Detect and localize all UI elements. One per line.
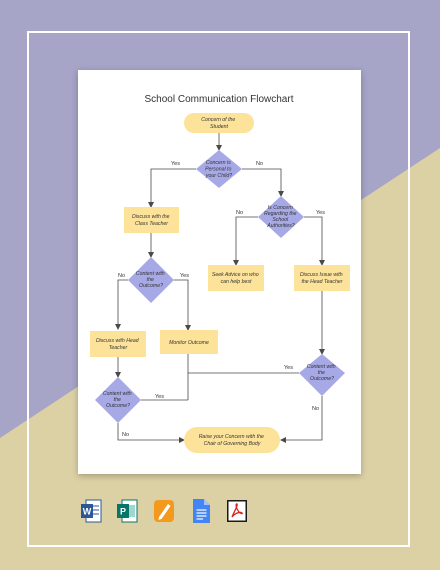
decorative-frame — [27, 31, 410, 547]
label-q2-no: No — [236, 210, 243, 216]
flowchart-title: School Communication Flowchart — [145, 94, 294, 105]
decision-content-3-label: Content with the Outcome? — [307, 364, 337, 382]
process-monitor — [160, 330, 218, 354]
label-q3-no: No — [118, 273, 125, 279]
publisher-icon[interactable]: P — [116, 498, 138, 524]
label-q4-no: No — [122, 432, 129, 438]
decision-authorities — [258, 196, 304, 238]
decision-content-1-label: Content with the Outcome? — [136, 271, 166, 289]
connector-q3-no — [115, 279, 128, 330]
decision-content-2-label: Content with the Outcome? — [103, 391, 133, 409]
label-q1-yes: Yes — [171, 161, 180, 167]
pages-icon[interactable] — [153, 498, 175, 524]
process-head-teacher-issue-label: Discuss Issue with the Head Teacher — [300, 272, 344, 285]
start-terminal — [184, 113, 254, 133]
process-class-teacher-label: Discuss with the Class Teacher — [132, 214, 171, 227]
decision-content-1 — [128, 257, 174, 303]
connector-q2-yes — [304, 216, 325, 266]
connector-q1-yes — [148, 168, 196, 208]
decision-personal — [196, 150, 242, 188]
google-docs-icon[interactable] — [190, 498, 212, 524]
svg-text:W: W — [83, 507, 92, 517]
process-discuss-head — [90, 331, 146, 357]
label-q4-yes: Yes — [155, 394, 164, 400]
label-q5-yes: Yes — [284, 365, 293, 371]
connector-q2-no — [233, 216, 258, 266]
connector-q5-no — [280, 396, 323, 443]
label-q2-yes: Yes — [316, 210, 325, 216]
end-terminal — [184, 427, 280, 453]
connectors — [115, 133, 325, 443]
start-label: Concern of the Student — [201, 117, 236, 130]
flowchart: School Communication Flowchart Concern o… — [90, 94, 350, 453]
svg-text:P: P — [120, 507, 126, 517]
decision-authorities-label: Is Concern Regarding the School Authorit… — [264, 205, 298, 229]
pdf-icon[interactable] — [226, 498, 248, 524]
decision-content-2 — [95, 377, 141, 423]
connector-q4-no — [117, 423, 185, 443]
label-q3-yes: Yes — [180, 273, 189, 279]
process-seek-advice — [208, 265, 264, 291]
connector-q3-yes — [174, 279, 191, 331]
process-seek-advice-label: Seek Advice on who can help best — [212, 272, 260, 285]
branch-labels: Yes No No Yes No Yes Yes No Yes No — [118, 161, 325, 438]
start-line-1: Concern of the — [201, 117, 235, 123]
label-q5-no: No — [312, 406, 319, 412]
connector-q1-no — [242, 168, 284, 197]
process-discuss-head-label: Discuss with Head Teacher — [96, 338, 140, 351]
decision-content-3 — [299, 354, 345, 396]
process-monitor-label: Monitor Outcome — [169, 340, 209, 346]
word-icon[interactable]: W — [80, 498, 102, 524]
process-class-teacher — [124, 207, 179, 233]
label-q1-no: No — [256, 161, 263, 167]
start-line-2: Student — [210, 124, 228, 130]
document-page: School Communication Flowchart Concern o… — [78, 70, 361, 474]
process-head-teacher-issue — [294, 265, 350, 291]
end-label: Raise your Concern with the Chair of Gov… — [199, 434, 266, 447]
app-icon-row: W P — [0, 498, 440, 526]
decision-personal-label: Concern is Personal to your Child? — [205, 160, 233, 179]
